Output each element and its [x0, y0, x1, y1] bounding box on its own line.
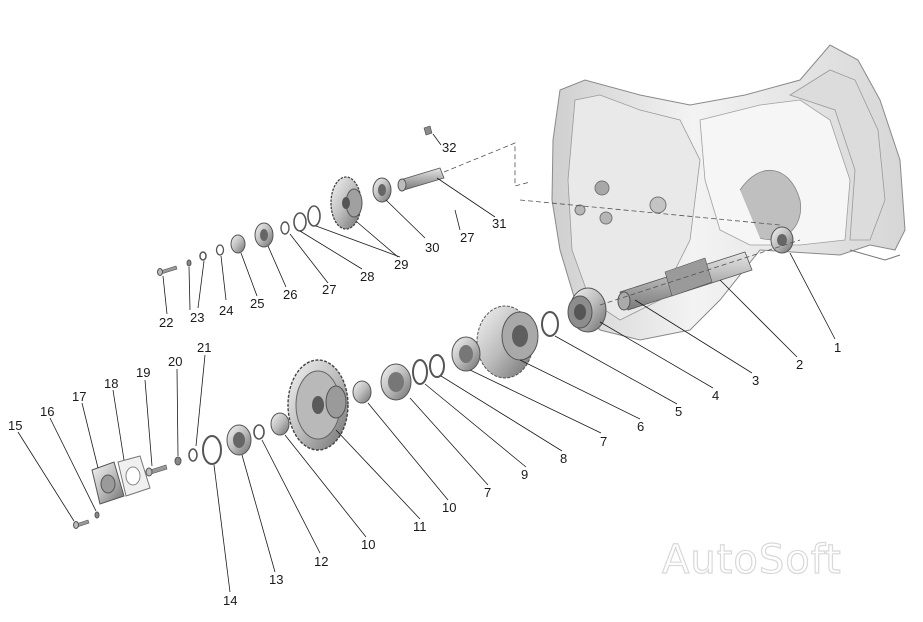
label-7-upper: 7 — [600, 434, 607, 449]
label-8: 8 — [560, 451, 567, 466]
label-1: 1 — [834, 340, 841, 355]
part-19-bolt — [145, 464, 168, 477]
label-30: 30 — [425, 240, 439, 255]
part-23-washer — [199, 251, 207, 261]
label-2: 2 — [796, 357, 803, 372]
label-17: 17 — [72, 389, 86, 404]
part-25-bush — [230, 234, 246, 254]
part-32-pin — [423, 125, 433, 136]
label-27-lower: 27 — [322, 282, 336, 297]
part-21-washer — [188, 448, 198, 462]
part-17-cover — [91, 461, 125, 505]
part-12-bush — [270, 412, 290, 436]
label-11: 11 — [413, 519, 427, 534]
part-16-washer — [94, 511, 100, 519]
label-21: 21 — [197, 340, 211, 355]
label-25: 25 — [250, 296, 264, 311]
part-22-bolt — [157, 265, 178, 276]
part-29-gear — [330, 176, 363, 230]
part-13-ring — [253, 424, 265, 440]
part-31-axle — [397, 167, 445, 192]
label-29: 29 — [394, 257, 408, 272]
part-1-needle-bearing — [770, 226, 794, 254]
label-7-lower: 7 — [484, 485, 491, 500]
label-4: 4 — [712, 388, 719, 403]
label-12: 12 — [314, 554, 328, 569]
label-6: 6 — [637, 419, 644, 434]
dashed-axis-lines — [443, 142, 801, 306]
part-13-bearing — [226, 424, 252, 456]
leader-lines — [17, 133, 836, 593]
label-22: 22 — [159, 315, 173, 330]
part-22-washer — [186, 259, 192, 267]
label-10-lower: 10 — [361, 537, 375, 552]
part-7-gear — [476, 305, 539, 379]
label-28: 28 — [360, 269, 374, 284]
part-27-ring — [280, 221, 290, 235]
part-20-washer — [174, 456, 182, 466]
part-2-main-shaft — [617, 251, 753, 311]
part-4-splined-hub — [567, 287, 607, 333]
part-24-ring — [215, 244, 225, 256]
part-9-ring — [429, 354, 445, 378]
part-7-ring — [412, 359, 428, 385]
label-19: 19 — [136, 365, 150, 380]
part-6-snap-ring — [541, 311, 559, 337]
part-28-rings — [293, 205, 321, 232]
part-8-bearing — [451, 336, 481, 372]
part-10-bush — [352, 380, 372, 404]
label-15: 15 — [8, 418, 22, 433]
part-11-spur-gear — [287, 359, 349, 451]
label-24: 24 — [219, 303, 233, 318]
label-31: 31 — [492, 216, 506, 231]
label-5: 5 — [675, 404, 682, 419]
part-14-circlip — [202, 435, 222, 465]
label-32: 32 — [442, 140, 456, 155]
gearbox-housing — [551, 44, 906, 341]
part-26-bearing — [254, 222, 274, 248]
label-3: 3 — [752, 373, 759, 388]
part-18-gasket — [117, 455, 151, 497]
part-number-labels: 32 31 30 29 28 27 27 26 25 24 23 22 21 2… — [8, 140, 841, 608]
label-18: 18 — [104, 376, 118, 391]
label-27-upper: 27 — [460, 230, 474, 245]
label-14: 14 — [223, 593, 237, 608]
part-10-bearing — [380, 363, 412, 401]
part-30-bearing — [372, 177, 392, 203]
label-10-upper: 10 — [442, 500, 456, 515]
part-15-bolt — [73, 519, 90, 529]
label-20: 20 — [168, 354, 182, 369]
watermark-text: AutoSoft — [662, 537, 842, 583]
label-26: 26 — [283, 287, 297, 302]
label-16: 16 — [40, 404, 54, 419]
label-23: 23 — [190, 310, 204, 325]
label-13: 13 — [269, 572, 283, 587]
label-9: 9 — [521, 467, 528, 482]
